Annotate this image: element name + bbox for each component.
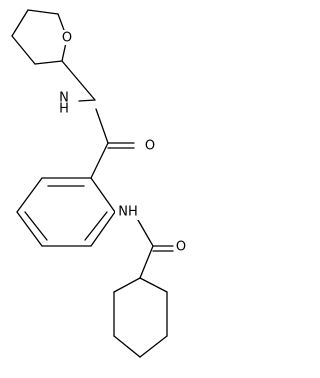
chemical-structure-diagram: O N H O NH O bbox=[11, 9, 187, 358]
bond-thf-c2-c3 bbox=[27, 9, 59, 15]
bond-benz-inner-2 bbox=[24, 211, 48, 241]
ring-oxygen-label: O bbox=[62, 31, 72, 46]
atom-labels: O N H O NH O bbox=[57, 30, 187, 255]
bond-benz-inner-3 bbox=[84, 211, 108, 241]
bond-chx-1 bbox=[113, 277, 141, 293]
bond-thf-c4-c5 bbox=[34, 60, 63, 65]
bond-chx-3 bbox=[113, 335, 141, 358]
bond-ch2-n bbox=[78, 99, 96, 102]
carbonyl-o-top-label: O bbox=[145, 139, 155, 154]
ring-oxygen-bg bbox=[61, 30, 73, 45]
amide-n-top-label: N bbox=[59, 91, 69, 106]
amide-h-top-label: H bbox=[59, 102, 69, 117]
amide-nh-top-bg bbox=[57, 92, 71, 112]
bond-thf-c5-c1 bbox=[11, 35, 36, 65]
bond-thf-c1-c2 bbox=[11, 9, 29, 37]
bond-n-carbonyl bbox=[95, 108, 109, 144]
bond-benz-5 bbox=[90, 211, 116, 247]
bond-chx-4 bbox=[139, 335, 168, 358]
lower-amide bbox=[114, 211, 174, 279]
bond-carbonyl-ring bbox=[90, 142, 109, 179]
amide-nh-bottom-bg bbox=[115, 204, 141, 220]
bond-nh-carbonyl bbox=[137, 219, 154, 247]
upper-amide-linker bbox=[61, 60, 135, 179]
carbonyl-o-top-bg bbox=[144, 138, 156, 153]
bond-carbonyl-cyclohexyl bbox=[139, 245, 154, 279]
benzene-ring bbox=[16, 177, 116, 247]
bond-chx-6 bbox=[139, 277, 168, 293]
bond-thf-ch2 bbox=[61, 60, 96, 101]
amide-nh-bottom-label: NH bbox=[118, 205, 138, 220]
bond-benz-2 bbox=[16, 177, 43, 213]
carbonyl-o-bottom-label: O bbox=[176, 240, 186, 255]
bond-benz-6 bbox=[90, 177, 116, 213]
carbonyl-o-bottom-bg bbox=[175, 239, 187, 254]
cyclohexane-ring bbox=[113, 277, 168, 358]
bond-benz-3 bbox=[16, 211, 43, 247]
tetrahydrofuran-ring bbox=[11, 9, 68, 65]
